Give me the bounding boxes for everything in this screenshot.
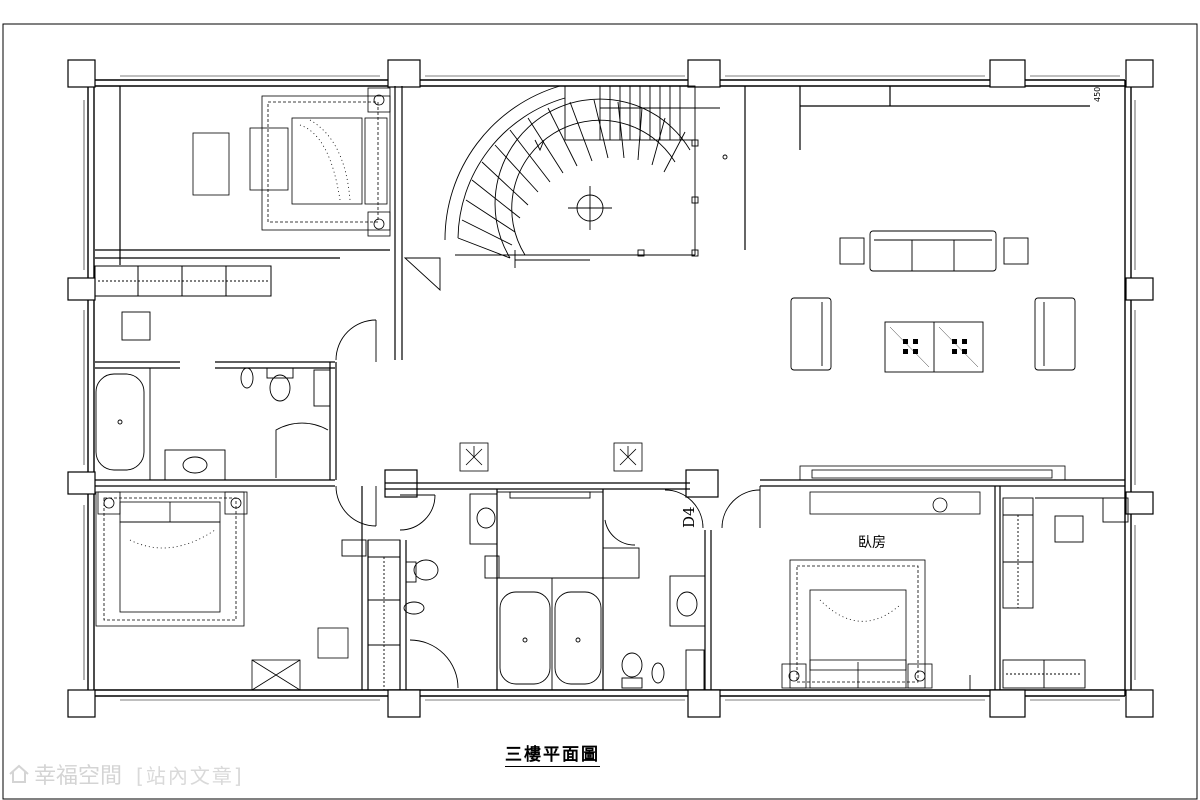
coffee-table-decor	[903, 339, 967, 354]
door-code-label: D4	[680, 506, 698, 528]
watermark: 幸福空間 [站內文章]	[8, 758, 244, 790]
armchair-1	[121, 311, 151, 341]
drawing-frame	[2, 23, 1198, 800]
spiral-staircase	[403, 85, 728, 292]
dimension-label: 450	[1093, 86, 1102, 102]
watermark-section: [站內文章]	[136, 763, 244, 788]
living-room-furniture	[790, 230, 1076, 373]
room-label-bedroom: 臥房	[858, 535, 886, 551]
drawing-title: 三樓平面圖	[505, 740, 600, 767]
wardrobe-column-2	[341, 539, 401, 691]
watermark-brand: 幸福空間	[34, 764, 123, 789]
door-swings	[335, 319, 761, 689]
wardrobe-row-1	[94, 265, 272, 297]
bedroom-3-furniture	[781, 559, 933, 689]
columns	[67, 59, 1154, 718]
bathroom-1-fixtures	[95, 367, 331, 481]
bathroom-3-fixtures	[621, 575, 706, 691]
window-marks	[83, 75, 1136, 701]
tv-cabinet	[799, 465, 1066, 515]
bedroom-1-furniture	[192, 87, 391, 237]
wardrobe-column-3	[969, 497, 1129, 690]
outer-walls	[87, 79, 1132, 697]
bathroom-2-fixtures	[403, 491, 640, 690]
house-logo-icon	[9, 764, 29, 783]
interior-walls	[95, 86, 1125, 690]
planters	[459, 442, 643, 472]
bedroom-2-furniture	[95, 491, 349, 691]
